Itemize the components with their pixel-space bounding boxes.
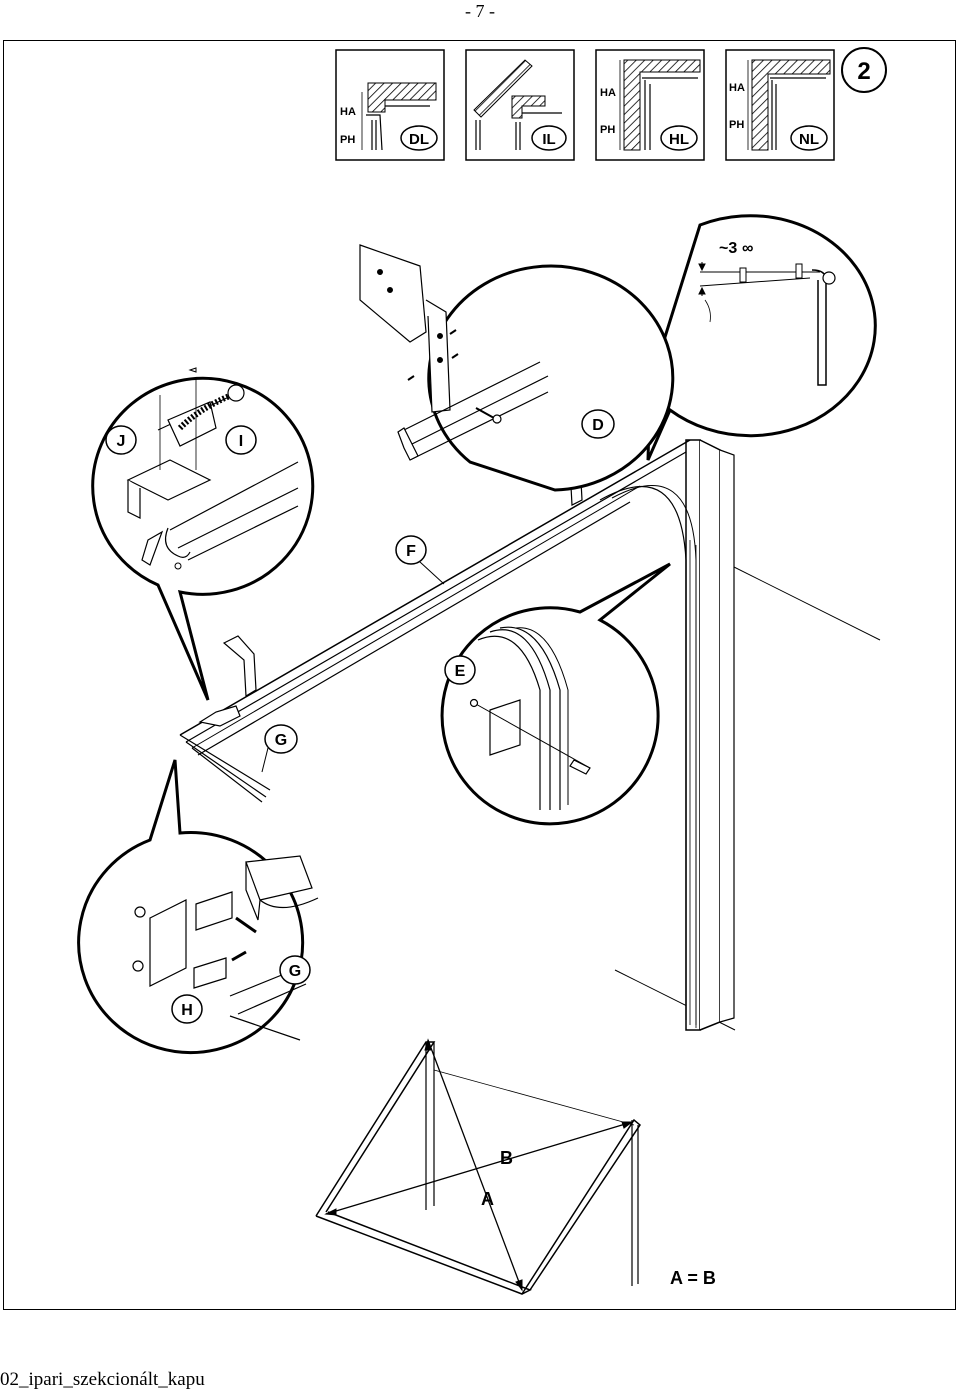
equality-note: A = B xyxy=(670,1268,716,1288)
mount-type-hl: HA PH HL xyxy=(595,49,705,161)
detail-track-e xyxy=(440,562,671,826)
angle-label: ~3 xyxy=(719,240,737,257)
figure-frame xyxy=(3,40,956,1310)
part-label-d: D xyxy=(592,417,604,434)
mount-code-dl: DL xyxy=(409,131,429,148)
page-number: - 7 - xyxy=(465,1,495,21)
step-number-badge: 2 xyxy=(841,47,887,93)
ha-label: HA xyxy=(729,82,745,94)
ph-label: PH xyxy=(340,134,355,146)
part-label-g-detail: G xyxy=(289,963,301,980)
part-label-h: H xyxy=(181,1002,193,1019)
detail-spring-ji xyxy=(91,367,315,701)
wall-lines xyxy=(614,564,881,1031)
door-track-assembly xyxy=(179,439,735,1031)
mount-code-hl: HL xyxy=(669,131,689,148)
part-label-i: I xyxy=(239,433,243,450)
mount-type-nl: HA PH NL xyxy=(725,49,835,161)
detail-bracket-d xyxy=(359,244,675,492)
mount-code-il: IL xyxy=(542,131,555,148)
label-g-main-callout: G xyxy=(261,724,298,773)
detail-joint-hg xyxy=(77,759,319,1054)
ph-label: PH xyxy=(729,119,744,131)
ha-label: HA xyxy=(600,87,616,99)
step-number: 2 xyxy=(857,58,870,85)
ph-label: PH xyxy=(600,124,615,136)
part-label-j: J xyxy=(117,433,126,450)
footer-filename: 02_ipari_szekcionált_kapu xyxy=(0,1369,205,1390)
part-label-f: F xyxy=(406,543,416,560)
detail-angle-tilt xyxy=(646,214,877,461)
mount-type-dl: HA PH DL xyxy=(335,49,445,161)
part-label-e: E xyxy=(455,663,466,680)
label-h-callout: H xyxy=(171,994,203,1024)
part-label-g-main: G xyxy=(275,732,287,749)
diagonal-label-a: A xyxy=(481,1189,494,1209)
label-f-callout: F xyxy=(395,535,445,585)
angle-symbol: ∞ xyxy=(742,240,753,257)
mount-code-nl: NL xyxy=(799,131,819,148)
ha-label: HA xyxy=(340,106,356,118)
diagonal-check-drawing: B A xyxy=(315,1038,641,1295)
label-j-callout: J xyxy=(105,425,137,455)
label-d-callout: D xyxy=(581,409,615,439)
label-g-detail-callout: G xyxy=(279,955,311,985)
label-i-callout: I xyxy=(225,425,257,455)
label-e-callout: E xyxy=(444,655,476,685)
mount-type-il: IL xyxy=(465,49,575,161)
diagonal-label-b: B xyxy=(500,1148,513,1168)
